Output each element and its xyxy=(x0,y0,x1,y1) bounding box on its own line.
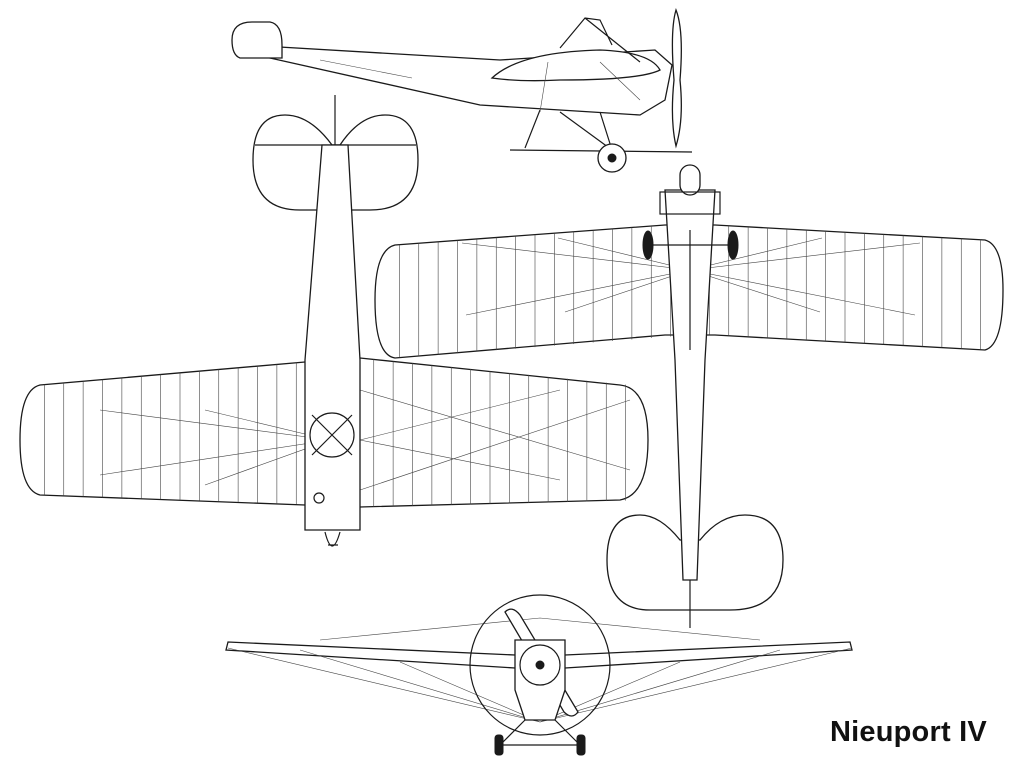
top-engine xyxy=(659,191,721,215)
front-wheel-left xyxy=(494,734,504,756)
plan-view-underside xyxy=(19,95,649,547)
side-wheel-hub xyxy=(607,153,617,163)
front-wheel-right xyxy=(576,734,586,756)
underside-wing-bracing xyxy=(99,389,631,491)
side-view xyxy=(231,8,693,173)
front-hub xyxy=(535,660,545,670)
top-fuselage xyxy=(664,189,716,581)
underside-fuselage xyxy=(304,144,361,531)
side-rigging xyxy=(319,59,641,113)
underside-propeller-hub xyxy=(324,531,341,547)
side-cabane xyxy=(559,17,641,63)
underside-hatch xyxy=(313,492,325,504)
underside-engine-cowling xyxy=(309,412,355,458)
plan-view-top xyxy=(374,164,1004,628)
front-rigging xyxy=(227,617,853,723)
front-landing-gear xyxy=(499,719,581,746)
front-propeller-disc xyxy=(469,594,611,736)
front-engine xyxy=(519,644,561,686)
underside-gear-cross xyxy=(311,414,353,456)
front-view xyxy=(225,594,853,756)
aircraft-name-label: Nieuport IV xyxy=(830,716,987,748)
front-fuselage xyxy=(514,639,566,721)
side-wing xyxy=(490,49,661,82)
side-propeller xyxy=(671,8,682,149)
side-tail-fin xyxy=(231,21,283,59)
top-propeller xyxy=(679,164,701,196)
side-landing-gear xyxy=(509,109,693,153)
